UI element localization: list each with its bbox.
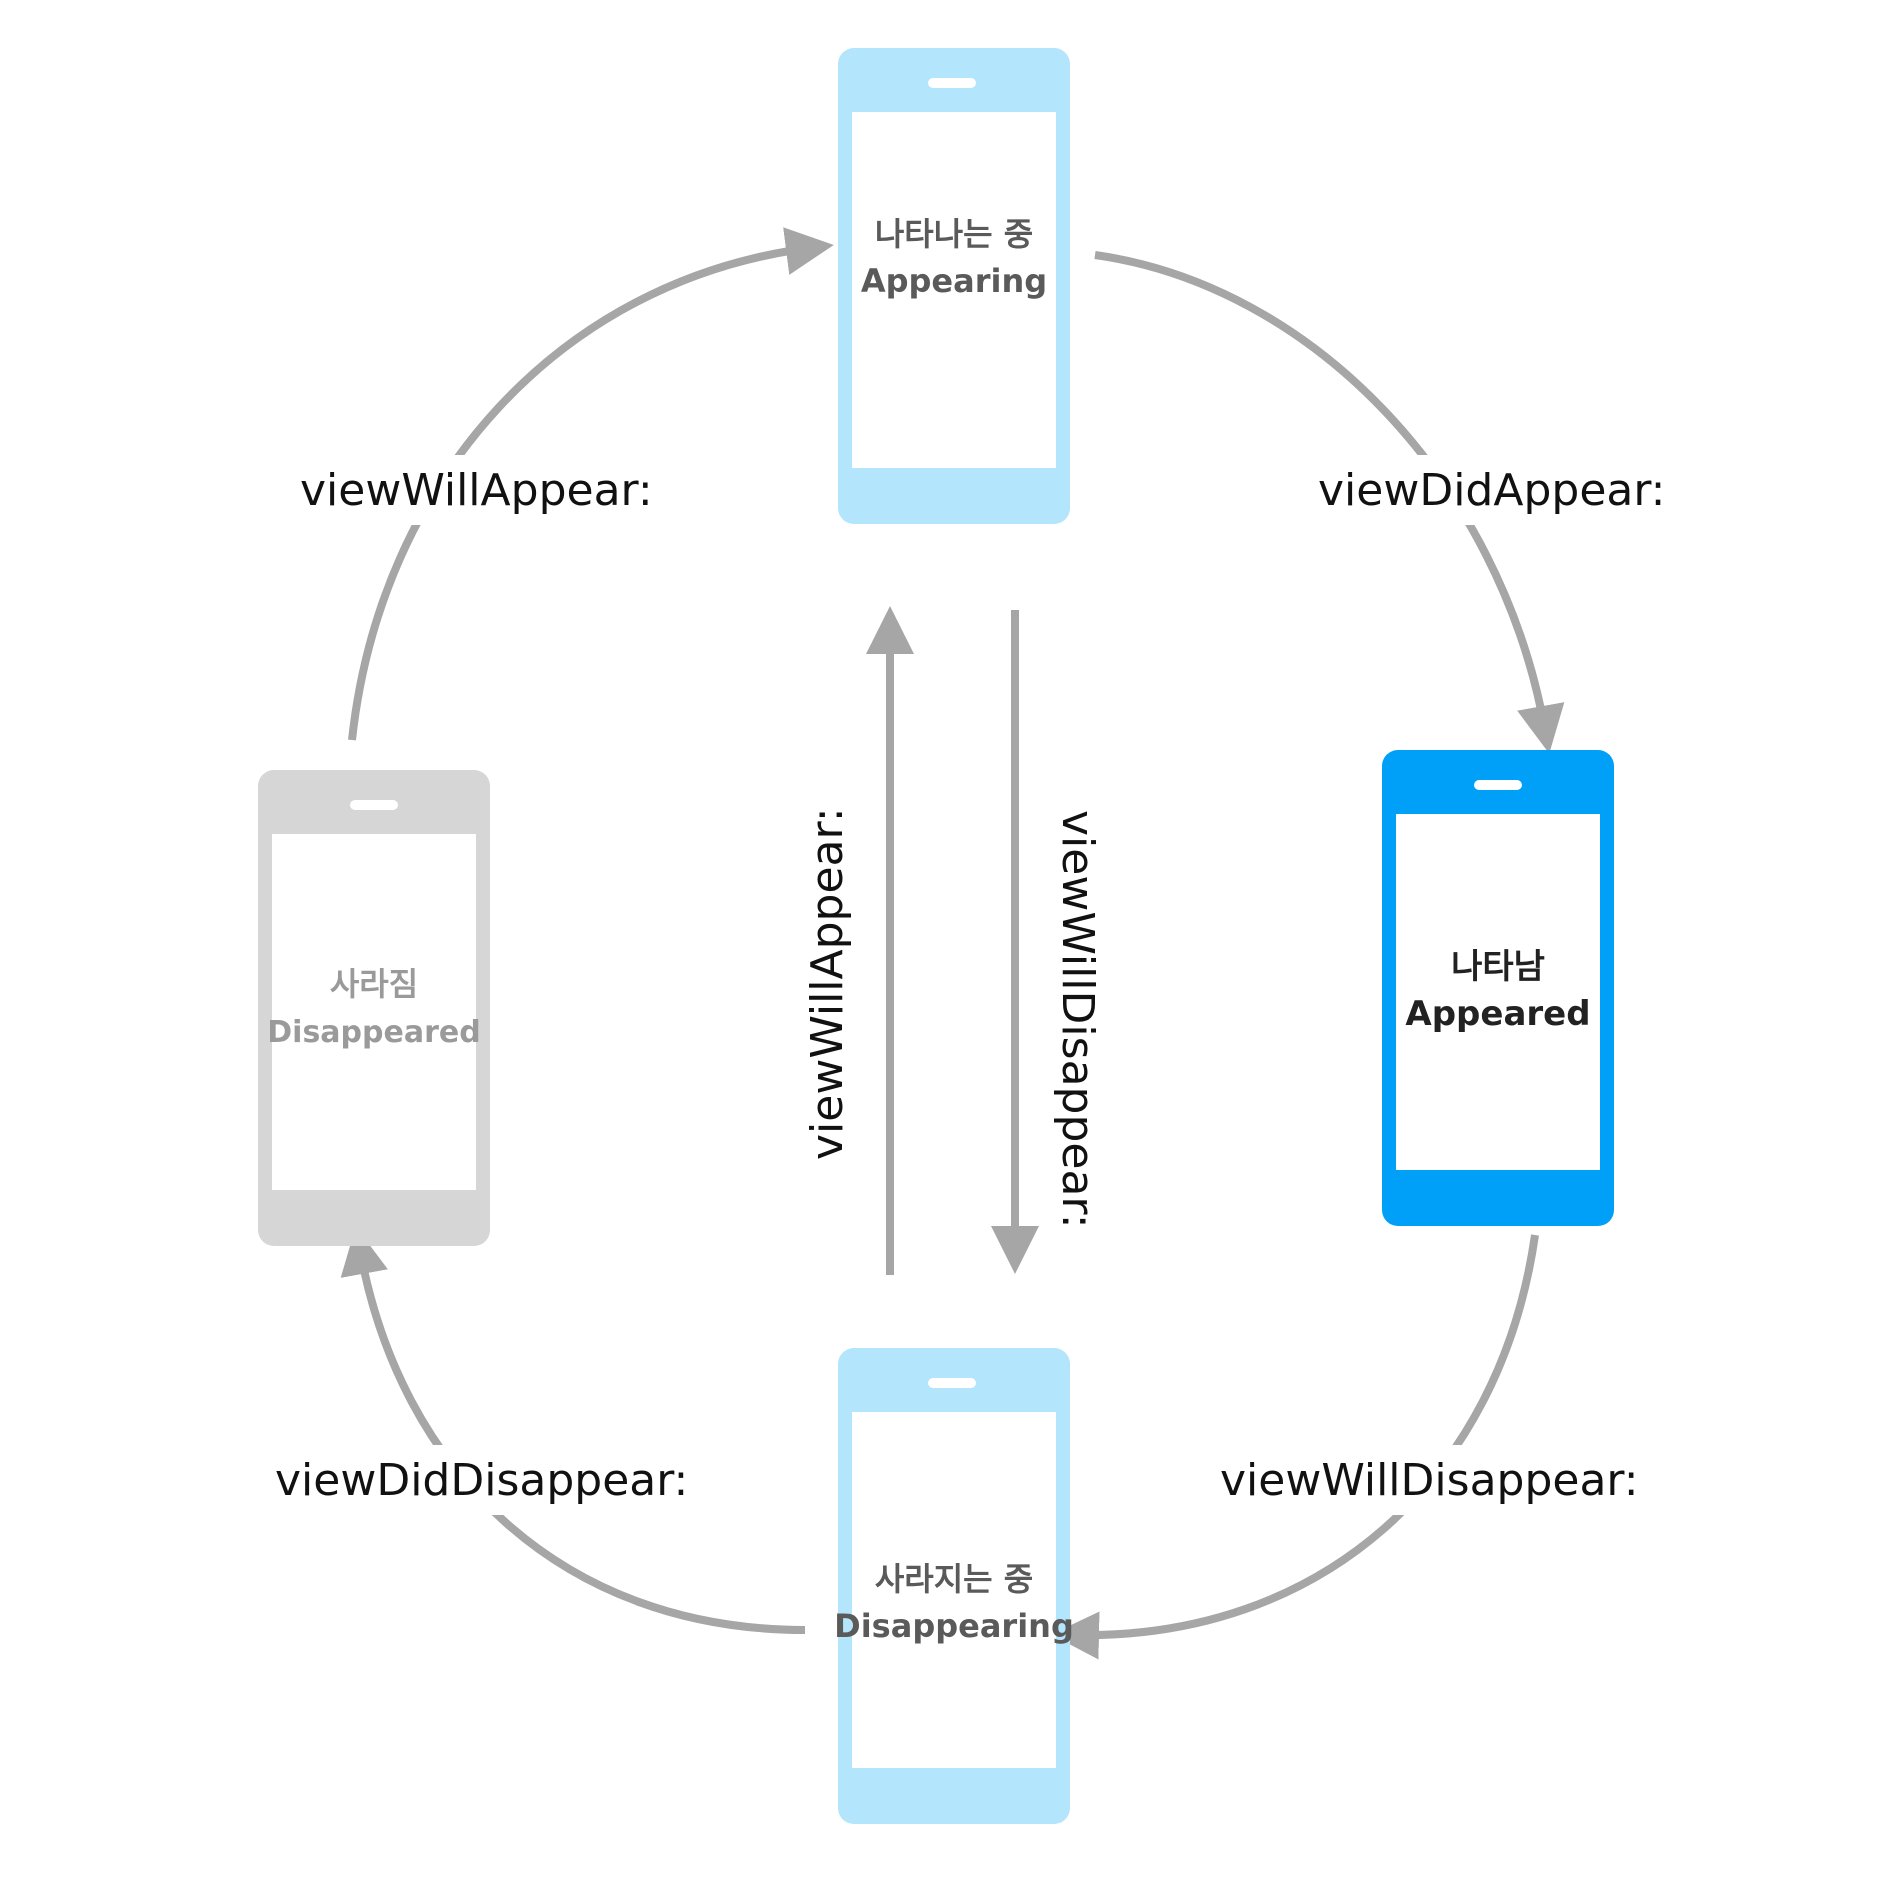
arrow-appearing-to-appeared <box>1094 251 1565 754</box>
label-appeared-to-disappearing: viewWillDisappear: <box>1220 1455 1639 1506</box>
state-appeared-english: Appeared <box>1405 994 1590 1034</box>
arrow-disappearing-to-disappeared <box>340 1226 806 1634</box>
phone-appeared: 나타남 Appeared <box>1382 750 1614 1226</box>
state-disappeared-korean: 사라짐 <box>330 965 418 1003</box>
label-disappeared-to-appearing: viewWillAppear: <box>300 465 653 516</box>
state-disappearing-english: Disappearing <box>834 1607 1074 1645</box>
state-appeared-korean: 나타남 <box>1451 947 1545 987</box>
phone-appearing: 나타나는 중 Appearing <box>838 48 1070 524</box>
arrow-appeared-to-disappearing <box>1051 1234 1539 1660</box>
state-appearing-english: Appearing <box>861 262 1047 300</box>
label-appearing-to-disappearing: viewWillDisappear: <box>1052 810 1103 1229</box>
state-disappearing-korean: 사라지는 중 <box>875 1560 1033 1598</box>
state-appearing-korean: 나타나는 중 <box>875 215 1033 253</box>
label-disappearing-to-appearing: viewWillAppear: <box>802 807 853 1160</box>
label-disappearing-to-disappeared: viewDidDisappear: <box>275 1455 688 1506</box>
phone-disappeared: 사라짐 Disappeared <box>258 770 490 1246</box>
phone-disappearing: 사라지는 중 Disappearing <box>834 1348 1074 1824</box>
state-disappeared-english: Disappeared <box>267 1015 480 1050</box>
arrow-disappeared-to-appearing <box>348 227 834 741</box>
label-appearing-to-appeared: viewDidAppear: <box>1318 465 1666 516</box>
